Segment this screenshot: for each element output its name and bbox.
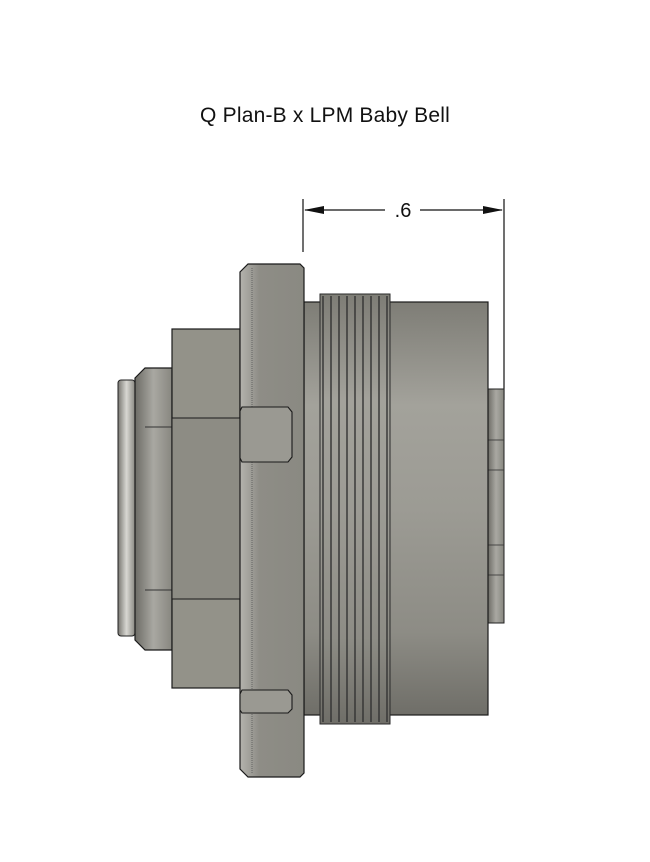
dimension-annotation: .6 bbox=[302, 199, 505, 400]
thread-section bbox=[319, 293, 391, 725]
right-nut bbox=[487, 388, 505, 624]
hex-nut bbox=[134, 367, 173, 651]
flange-tab-top bbox=[239, 406, 293, 463]
dimension-label: .6 bbox=[395, 200, 412, 222]
retaining-ring bbox=[117, 379, 136, 637]
flange bbox=[239, 263, 305, 778]
hex-body bbox=[171, 328, 241, 689]
arrowhead-right bbox=[483, 206, 503, 214]
arrowhead-left bbox=[304, 206, 324, 214]
flange-tab-bottom bbox=[239, 689, 293, 714]
drawing-title: Q Plan-B x LPM Baby Bell bbox=[200, 104, 450, 127]
